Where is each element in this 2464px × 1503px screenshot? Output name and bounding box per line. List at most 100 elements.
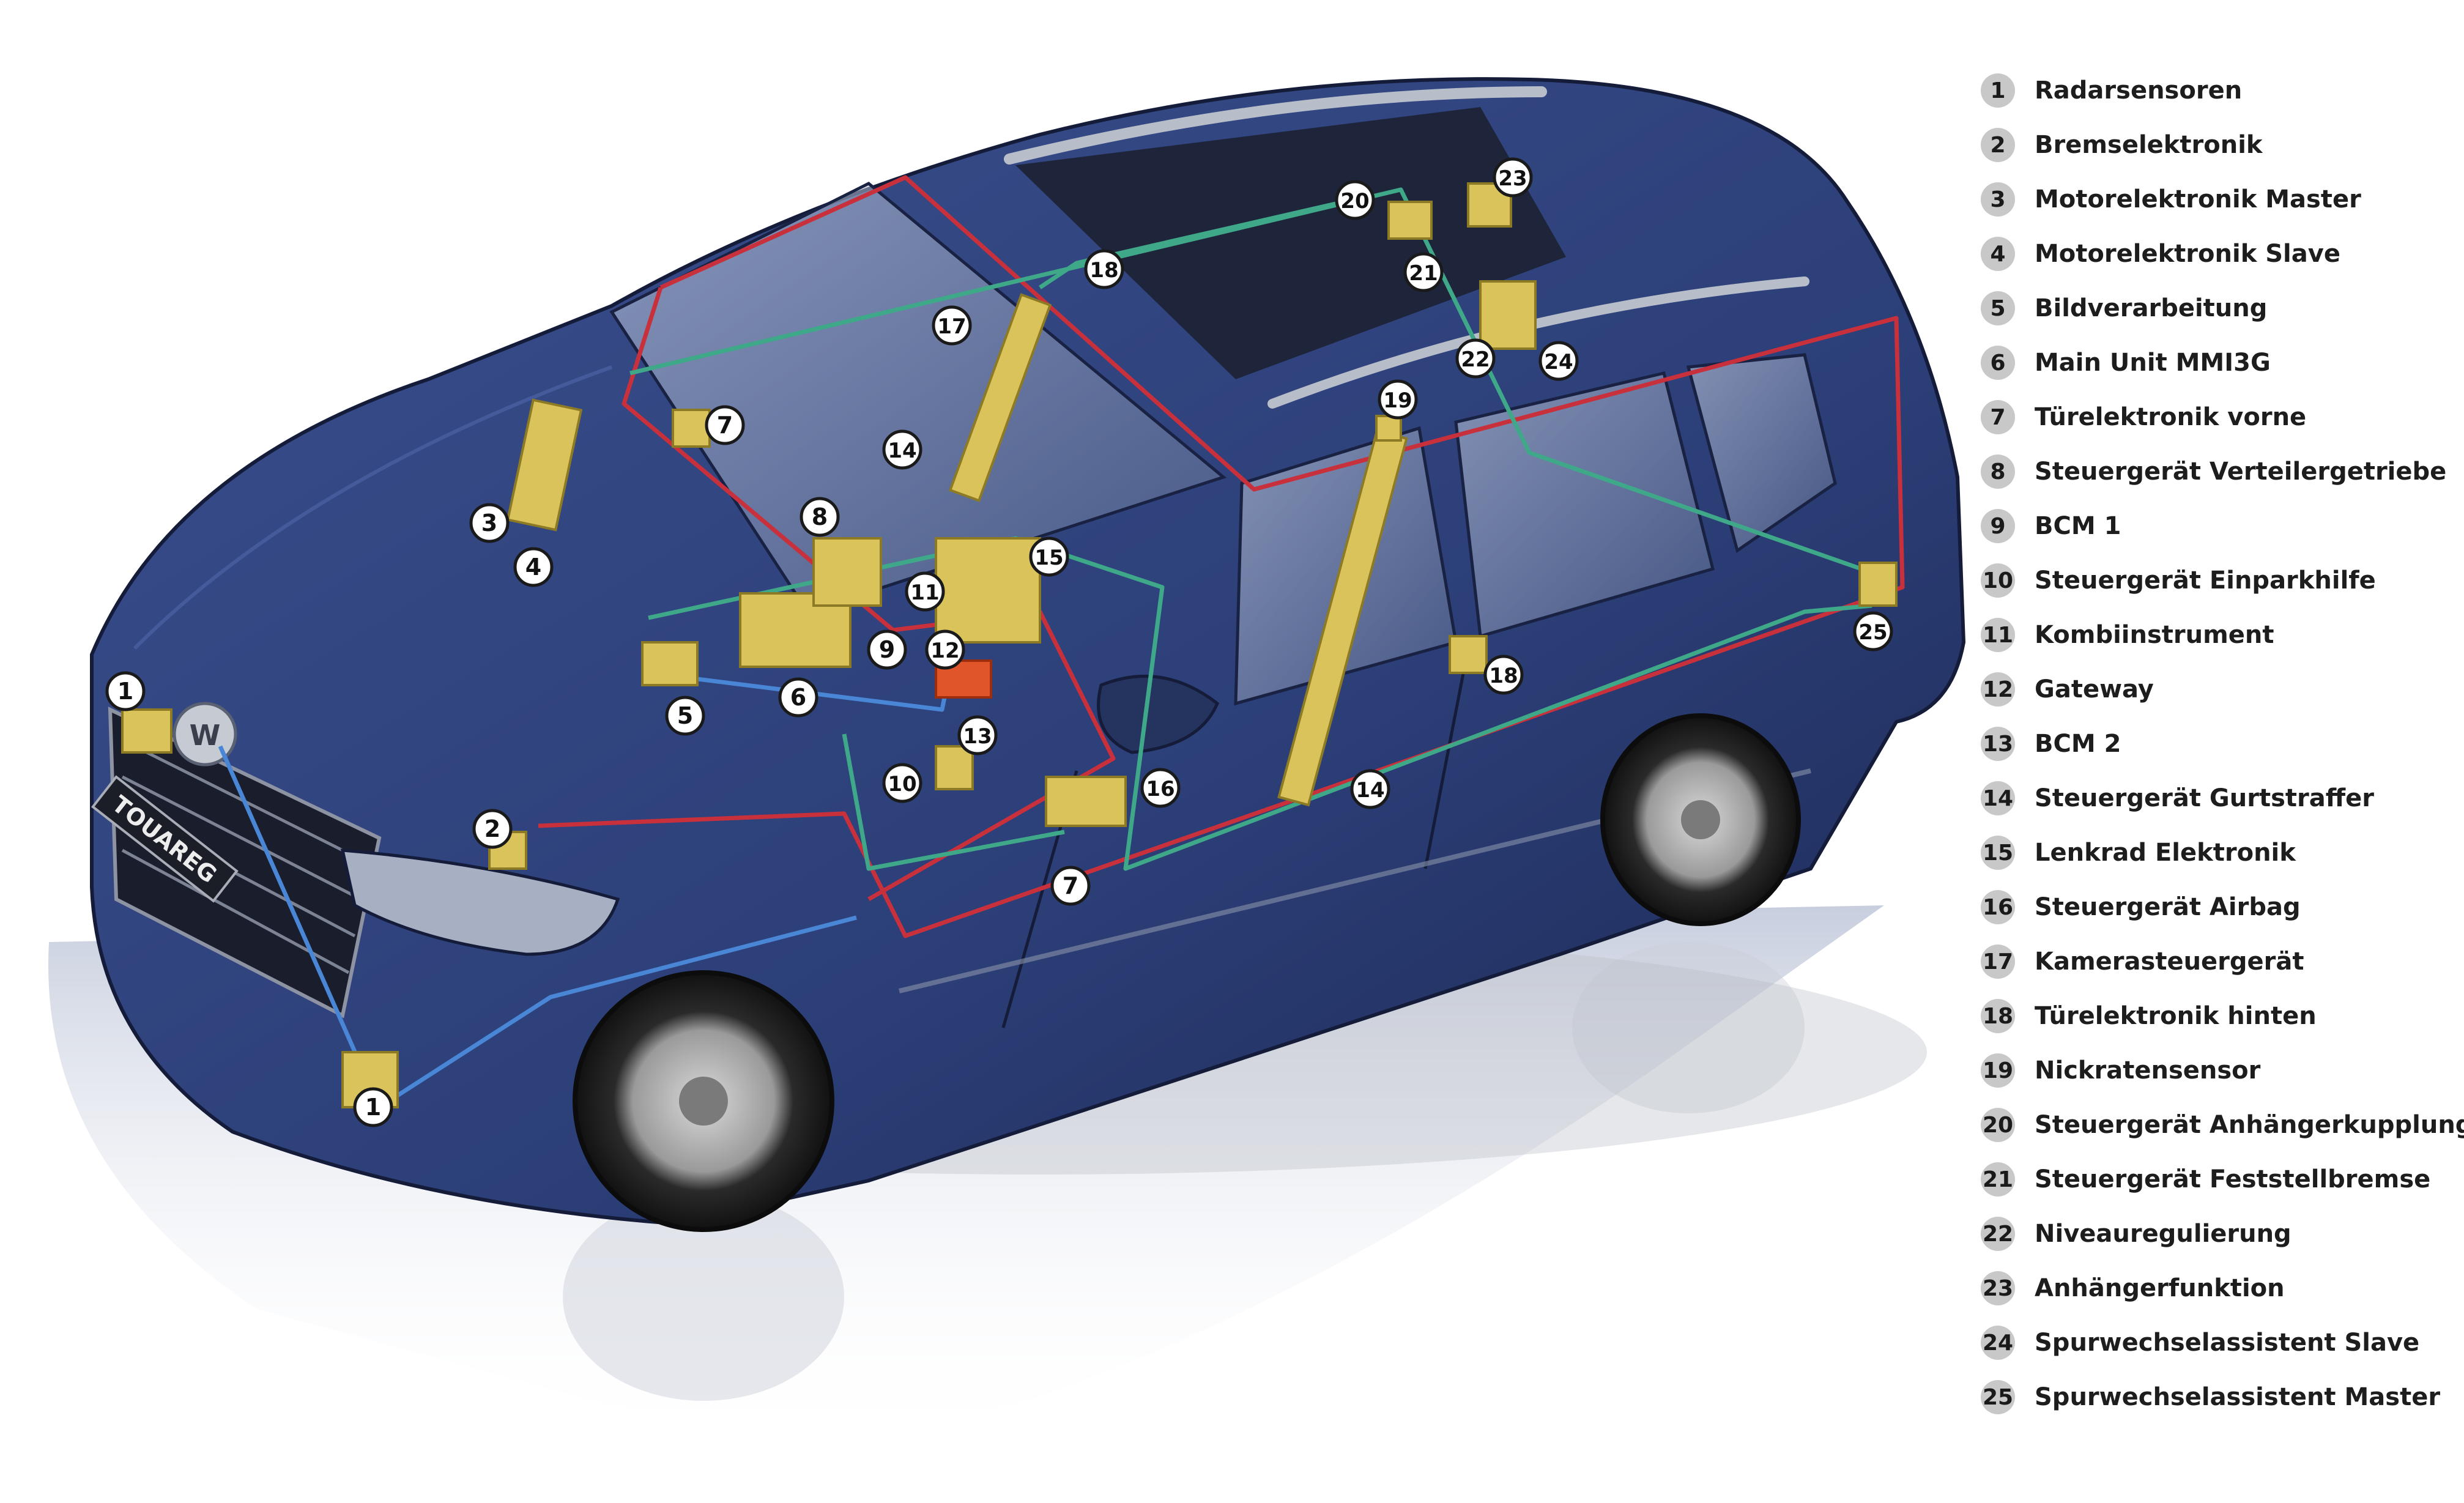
- legend-number: 1: [1981, 73, 2015, 108]
- module-trailer-function: [1467, 182, 1512, 228]
- legend-label: Türelektronik vorne: [2035, 403, 2307, 431]
- legend-label: Niveauregulierung: [2035, 1220, 2291, 1248]
- legend-label: Steuergerät Airbag: [2035, 893, 2301, 921]
- callout-12: 12: [925, 629, 965, 670]
- callout-number: 22: [1461, 347, 1490, 372]
- legend-label: Türelektronik hinten: [2035, 1002, 2317, 1030]
- legend-label: BCM 2: [2035, 730, 2121, 758]
- callout-number: 19: [1383, 388, 1412, 413]
- module-door-rear: [1449, 635, 1488, 674]
- callout-2: 2: [472, 809, 513, 849]
- callout-14: 14: [1350, 769, 1390, 809]
- callout-number: 18: [1489, 664, 1518, 688]
- legend-label: Nickratensensor: [2035, 1056, 2261, 1085]
- legend-label: Steuergerät Verteilergetriebe: [2035, 458, 2447, 486]
- callout-number: 2: [484, 815, 500, 842]
- callout-1: 1: [105, 671, 146, 711]
- callout-23: 23: [1493, 157, 1533, 198]
- svg-text:W: W: [190, 719, 221, 752]
- legend-label: Motorelektronik Master: [2035, 185, 2361, 213]
- legend-label: Steuergerät Feststellbremse: [2035, 1165, 2431, 1193]
- callout-6: 6: [778, 677, 818, 718]
- legend-number: 3: [1981, 182, 2015, 217]
- module-parking-aid: [935, 745, 974, 790]
- callout-number: 4: [525, 554, 541, 581]
- legend-number: 17: [1981, 944, 2015, 979]
- callout-number: 21: [1409, 261, 1438, 286]
- callout-number: 23: [1498, 166, 1527, 191]
- callout-number: 1: [117, 678, 133, 705]
- legend-number: 5: [1981, 291, 2015, 325]
- callout-number: 15: [1034, 546, 1063, 570]
- legend-label: Steuergerät Einparkhilfe: [2035, 566, 2376, 595]
- legend-number: 4: [1981, 237, 2015, 271]
- callout-8: 8: [800, 497, 840, 537]
- control-modules: [121, 182, 1898, 1108]
- callout-15: 15: [1029, 536, 1069, 577]
- legend-number: 18: [1981, 999, 2015, 1033]
- legend-item: 18 Türelektronik hinten: [1981, 992, 2317, 1041]
- legend-number: 6: [1981, 346, 2015, 380]
- legend-number: 7: [1981, 400, 2015, 434]
- callout-number: 25: [1858, 620, 1887, 645]
- legend-number: 24: [1981, 1326, 2015, 1360]
- front-wheel: [573, 970, 834, 1232]
- module-door-front: [672, 409, 711, 448]
- rear-wheel: [1600, 713, 1801, 926]
- legend-item: 3 Motorelektronik Master: [1981, 175, 2361, 224]
- module-seatbelt-front: [948, 293, 1052, 502]
- callout-number: 17: [937, 314, 966, 339]
- callout-14: 14: [882, 429, 922, 470]
- module-lane-change-master: [1858, 562, 1898, 607]
- callout-16: 16: [1140, 768, 1181, 808]
- callout-1: 1: [353, 1087, 393, 1127]
- legend-label: Kamerasteuergerät: [2035, 948, 2304, 976]
- callout-22: 22: [1455, 338, 1496, 379]
- legend-item: 7 Türelektronik vorne: [1981, 393, 2306, 442]
- callout-number: 14: [1356, 778, 1384, 803]
- legend-number: 16: [1981, 890, 2015, 924]
- module-level-control: [1479, 280, 1537, 350]
- legend-label: BCM 1: [2035, 512, 2121, 540]
- callout-7: 7: [705, 405, 745, 445]
- legend-label: Gateway: [2035, 675, 2154, 703]
- legend-number: 15: [1981, 836, 2015, 870]
- callout-5: 5: [665, 696, 705, 736]
- callout-number: 9: [879, 636, 895, 663]
- legend-number: 2: [1981, 128, 2015, 162]
- callout-number: 14: [888, 439, 916, 463]
- legend-number: 12: [1981, 672, 2015, 707]
- legend-number: 11: [1981, 618, 2015, 652]
- car-body: W: [90, 77, 1966, 1226]
- callout-9: 9: [867, 629, 907, 670]
- callout-number: 24: [1544, 350, 1573, 374]
- callout-number: 3: [481, 510, 497, 536]
- module-transfer-case: [812, 537, 882, 607]
- callout-number: 7: [1063, 872, 1078, 899]
- legend-label: Spurwechselassistent Master: [2035, 1383, 2441, 1411]
- module-airbag: [1045, 776, 1127, 827]
- callout-4: 4: [513, 547, 554, 587]
- legend-label: Main Unit MMI3G: [2035, 349, 2271, 377]
- legend-number: 22: [1981, 1217, 2015, 1251]
- callout-number: 5: [677, 702, 693, 729]
- module-pitch-sensor: [1375, 415, 1402, 442]
- legend-label: Steuergerät Anhängerkupplung: [2035, 1111, 2464, 1139]
- module-image-processing: [641, 641, 699, 686]
- callout-number: 16: [1146, 777, 1174, 801]
- legend-item: 12 Gateway: [1981, 665, 2154, 714]
- callout-number: 1: [365, 1094, 381, 1121]
- callout-number: 6: [790, 684, 806, 711]
- legend-item: 17 Kamerasteuergerät: [1981, 937, 2304, 986]
- callout-3: 3: [469, 503, 510, 543]
